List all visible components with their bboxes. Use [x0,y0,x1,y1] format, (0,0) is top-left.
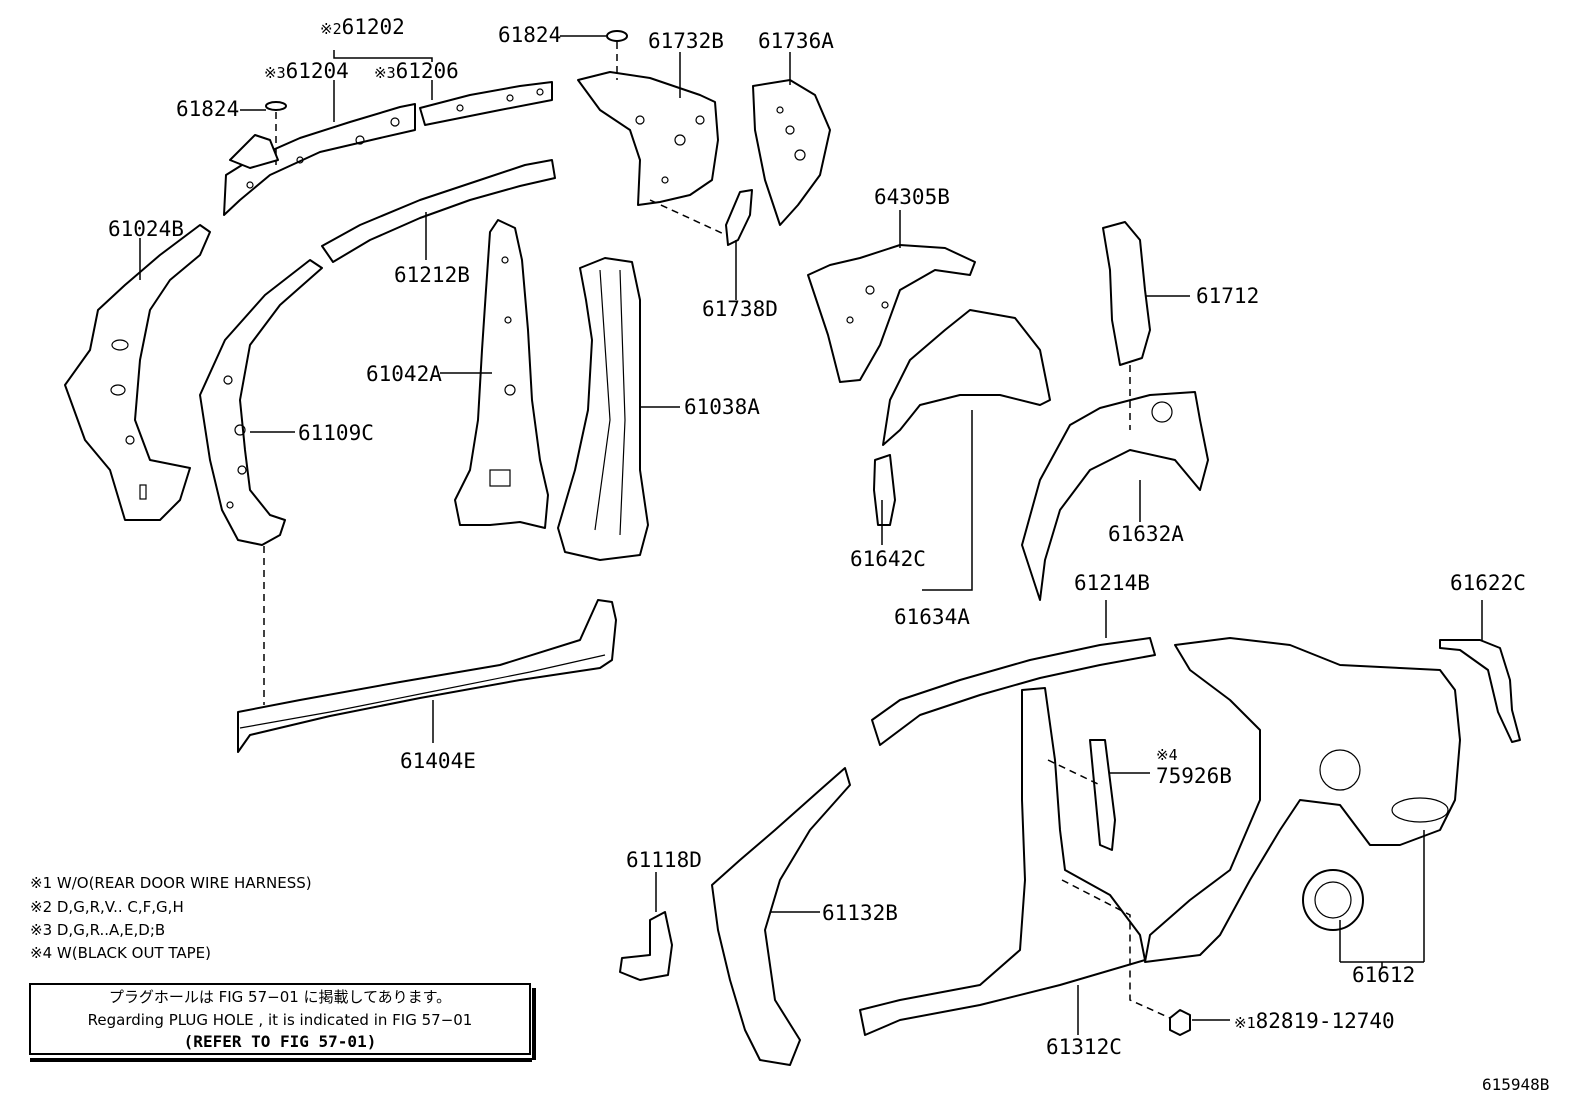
figure-id: 615948B [1482,1075,1549,1094]
footnotes: ※1 W/O(REAR DOOR WIRE HARNESS) ※2 D,G,R,… [30,874,312,962]
part-61612-fuel-door-opening [1319,749,1361,791]
part-64305B-shape[interactable] [807,244,976,383]
part-61204-bracket-shape[interactable] [229,134,279,169]
part-61206-shape[interactable] [419,81,553,126]
svg-text:※361206: ※361206 [374,59,459,83]
label-61824-right: 61824 [498,23,561,47]
part-61214B-shape[interactable] [871,637,1156,746]
part-61622C-shape[interactable] [1439,639,1521,743]
part-61632A-shape[interactable] [1021,391,1209,601]
part-61132B-shape[interactable] [711,767,851,1066]
label-82819-mark: ※1 [1234,1014,1256,1032]
part-61824-plug-right[interactable] [606,30,628,42]
reference-line-1: プラグホールは FIG 57−01 に掲載してあります。 [109,988,451,1006]
part-61404E-flange [239,654,606,729]
plug-hole-reference-box: プラグホールは FIG 57−01 に掲載してあります。 Regarding P… [29,983,536,1062]
part-61736A-holes [776,106,806,161]
part-75926B-shape[interactable] [1089,739,1116,851]
label-61206: 61206 [396,59,459,83]
label-75926B-mark: ※4 [1156,746,1178,764]
label-61202: 61202 [342,15,405,39]
leader-lines [139,35,1483,1035]
part-61642C-shape[interactable] [873,454,896,526]
label-64305B: 64305B [874,185,950,209]
label-61202-mark: ※2 [320,20,342,38]
label-61732B: 61732B [648,29,724,53]
label-61736A: 61736A [758,29,834,53]
part-61109C-shape[interactable] [199,259,323,546]
part-61024B-holes [110,339,147,500]
part-61404E-shape[interactable] [237,599,617,753]
label-61642C: 61642C [850,547,926,571]
label-61042A: 61042A [366,362,442,386]
note-2: ※2 D,G,R,V.. C,F,G,H [30,898,184,916]
label-61024B: 61024B [108,217,184,241]
roof-panel-holes [246,88,544,189]
label-61404E: 61404E [400,749,476,773]
reference-line-2: Regarding PLUG HOLE , it is indicated in… [88,1011,473,1029]
label-61212B: 61212B [394,263,470,287]
label-61632A: 61632A [1108,522,1184,546]
part-61634A-shape[interactable] [882,309,1051,446]
part-61212B-shape[interactable] [321,159,556,263]
label-61204-mark: ※3 [264,64,286,82]
part-61024B-shape[interactable] [64,224,211,521]
part-61038A-ribs [594,269,626,536]
label-75926B: 75926B [1156,764,1232,788]
label-61206-mark: ※3 [374,64,396,82]
label-61038A: 61038A [684,395,760,419]
part-61712-shape[interactable] [1102,221,1151,366]
note-3: ※3 D,G,R..A,E,D;B [30,921,165,939]
label-61312C: 61312C [1046,1035,1122,1059]
part-61109C-holes [223,375,247,509]
label-82819-12740: 82819-12740 [1256,1009,1395,1033]
part-64305B-holes [846,285,889,324]
label-61214B: 61214B [1074,571,1150,595]
part-61042A-shape[interactable] [454,219,549,529]
label-61118D: 61118D [626,848,702,872]
part-61038A-shape[interactable] [557,257,649,561]
part-61612-shape[interactable] [1144,637,1461,963]
reference-line-3: (REFER TO FIG 57-01) [184,1032,377,1051]
label-61612: 61612 [1352,963,1415,987]
svg-text:※4: ※4 [1156,746,1178,764]
svg-text:※261202: ※261202 [320,15,405,39]
label-61824-left: 61824 [176,97,239,121]
label-61712: 61712 [1196,284,1259,308]
note-1: ※1 W/O(REAR DOOR WIRE HARNESS) [30,874,312,892]
label-61622C: 61622C [1450,571,1526,595]
part-61824-plug-left[interactable] [265,101,287,111]
note-4: ※4 W(BLACK OUT TAPE) [30,944,211,962]
svg-text:※361204: ※361204 [264,59,349,83]
part-61632A-hole [1151,401,1173,423]
assembly-dashed-lines [263,42,1171,1019]
part-61738D-shape[interactable] [725,189,753,246]
part-61736A-shape[interactable] [752,79,831,226]
part-61612-fuel-housing[interactable] [1302,869,1364,931]
label-61132B: 61132B [822,901,898,925]
part-61118D-shape[interactable] [619,911,673,981]
svg-text:※182819-12740: ※182819-12740 [1234,1009,1395,1033]
label-61204: 61204 [286,59,349,83]
part-82819-12740-shape[interactable] [1169,1009,1191,1036]
part-61312C-shape[interactable] [859,687,1146,1036]
part-61612-lamp-opening [1391,797,1449,823]
label-61738D: 61738D [702,297,778,321]
part-number-labels: ※261202 ※361204 ※361206 61824 61824 6173… [108,15,1526,1059]
label-61634A: 61634A [894,605,970,629]
part-61732B-shape[interactable] [577,71,719,206]
part-61732B-holes [635,115,705,184]
part-61042A-holes [489,256,516,487]
label-61109C: 61109C [298,421,374,445]
